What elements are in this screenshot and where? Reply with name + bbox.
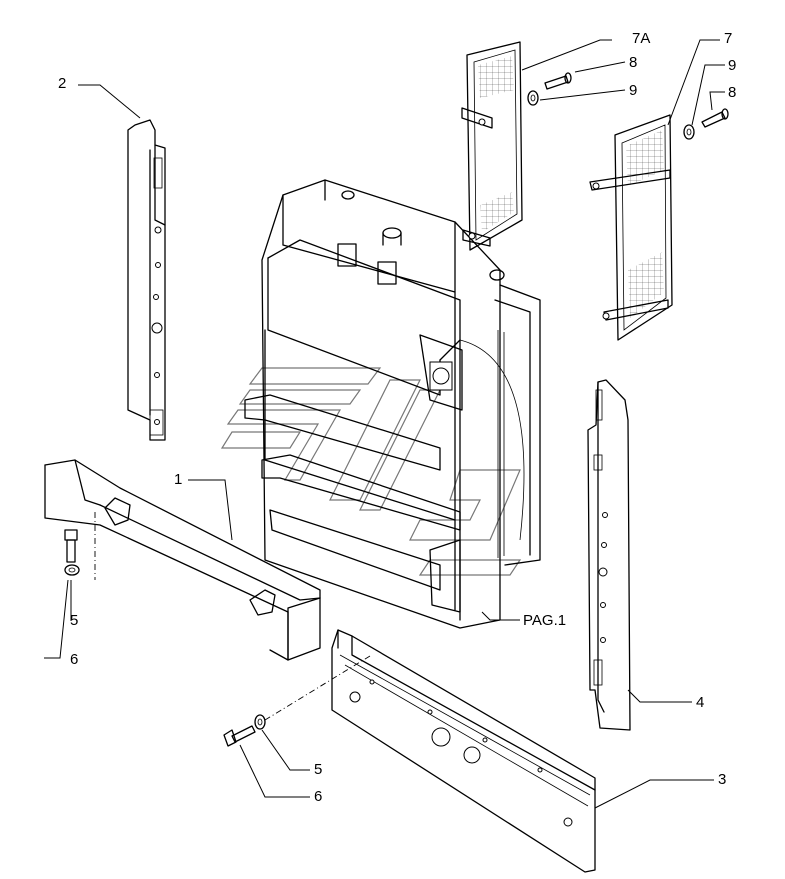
part-4-right-bracket bbox=[587, 379, 631, 731]
callout-1: 1 bbox=[174, 471, 182, 488]
callout-8-right: 8 bbox=[728, 84, 736, 101]
callout-5-lower: 5 bbox=[314, 761, 322, 778]
part-1-channel-bracket bbox=[44, 459, 321, 661]
callout-6-left: 6 bbox=[70, 651, 78, 668]
callout-5-left: 5 bbox=[70, 612, 78, 629]
washer-5-left bbox=[64, 564, 80, 576]
radiator-assembly bbox=[244, 179, 541, 629]
part-7-mesh-screen bbox=[589, 114, 673, 341]
leader-lines bbox=[44, 39, 725, 809]
watermark-logo bbox=[220, 367, 522, 576]
washer-9-right bbox=[683, 124, 695, 140]
part-2-left-bracket bbox=[127, 119, 166, 441]
washer-5-lower bbox=[254, 714, 266, 730]
bolt-6-lower bbox=[223, 725, 256, 747]
callout-9-right: 9 bbox=[728, 57, 736, 74]
callout-labels: 2 7A 8 9 7 9 8 1 5 6 PAG.1 4 3 5 6 bbox=[58, 30, 736, 805]
callout-9-upper: 9 bbox=[629, 82, 637, 99]
callout-8-upper: 8 bbox=[629, 54, 637, 71]
callout-4: 4 bbox=[696, 694, 704, 711]
callout-pag-1: PAG.1 bbox=[523, 612, 566, 629]
bolt-6-left bbox=[64, 529, 78, 563]
bolt-8-upper bbox=[544, 72, 572, 90]
callout-6-lower: 6 bbox=[314, 788, 322, 805]
part-7a-mesh-screen bbox=[461, 41, 523, 251]
washer-9-upper bbox=[527, 90, 539, 106]
callout-3: 3 bbox=[718, 771, 726, 788]
bolt-8-right bbox=[701, 108, 729, 128]
callout-7: 7 bbox=[724, 30, 732, 47]
callout-2: 2 bbox=[58, 75, 66, 92]
callout-7a: 7A bbox=[632, 30, 650, 47]
part-3-bottom-plate bbox=[264, 629, 596, 873]
